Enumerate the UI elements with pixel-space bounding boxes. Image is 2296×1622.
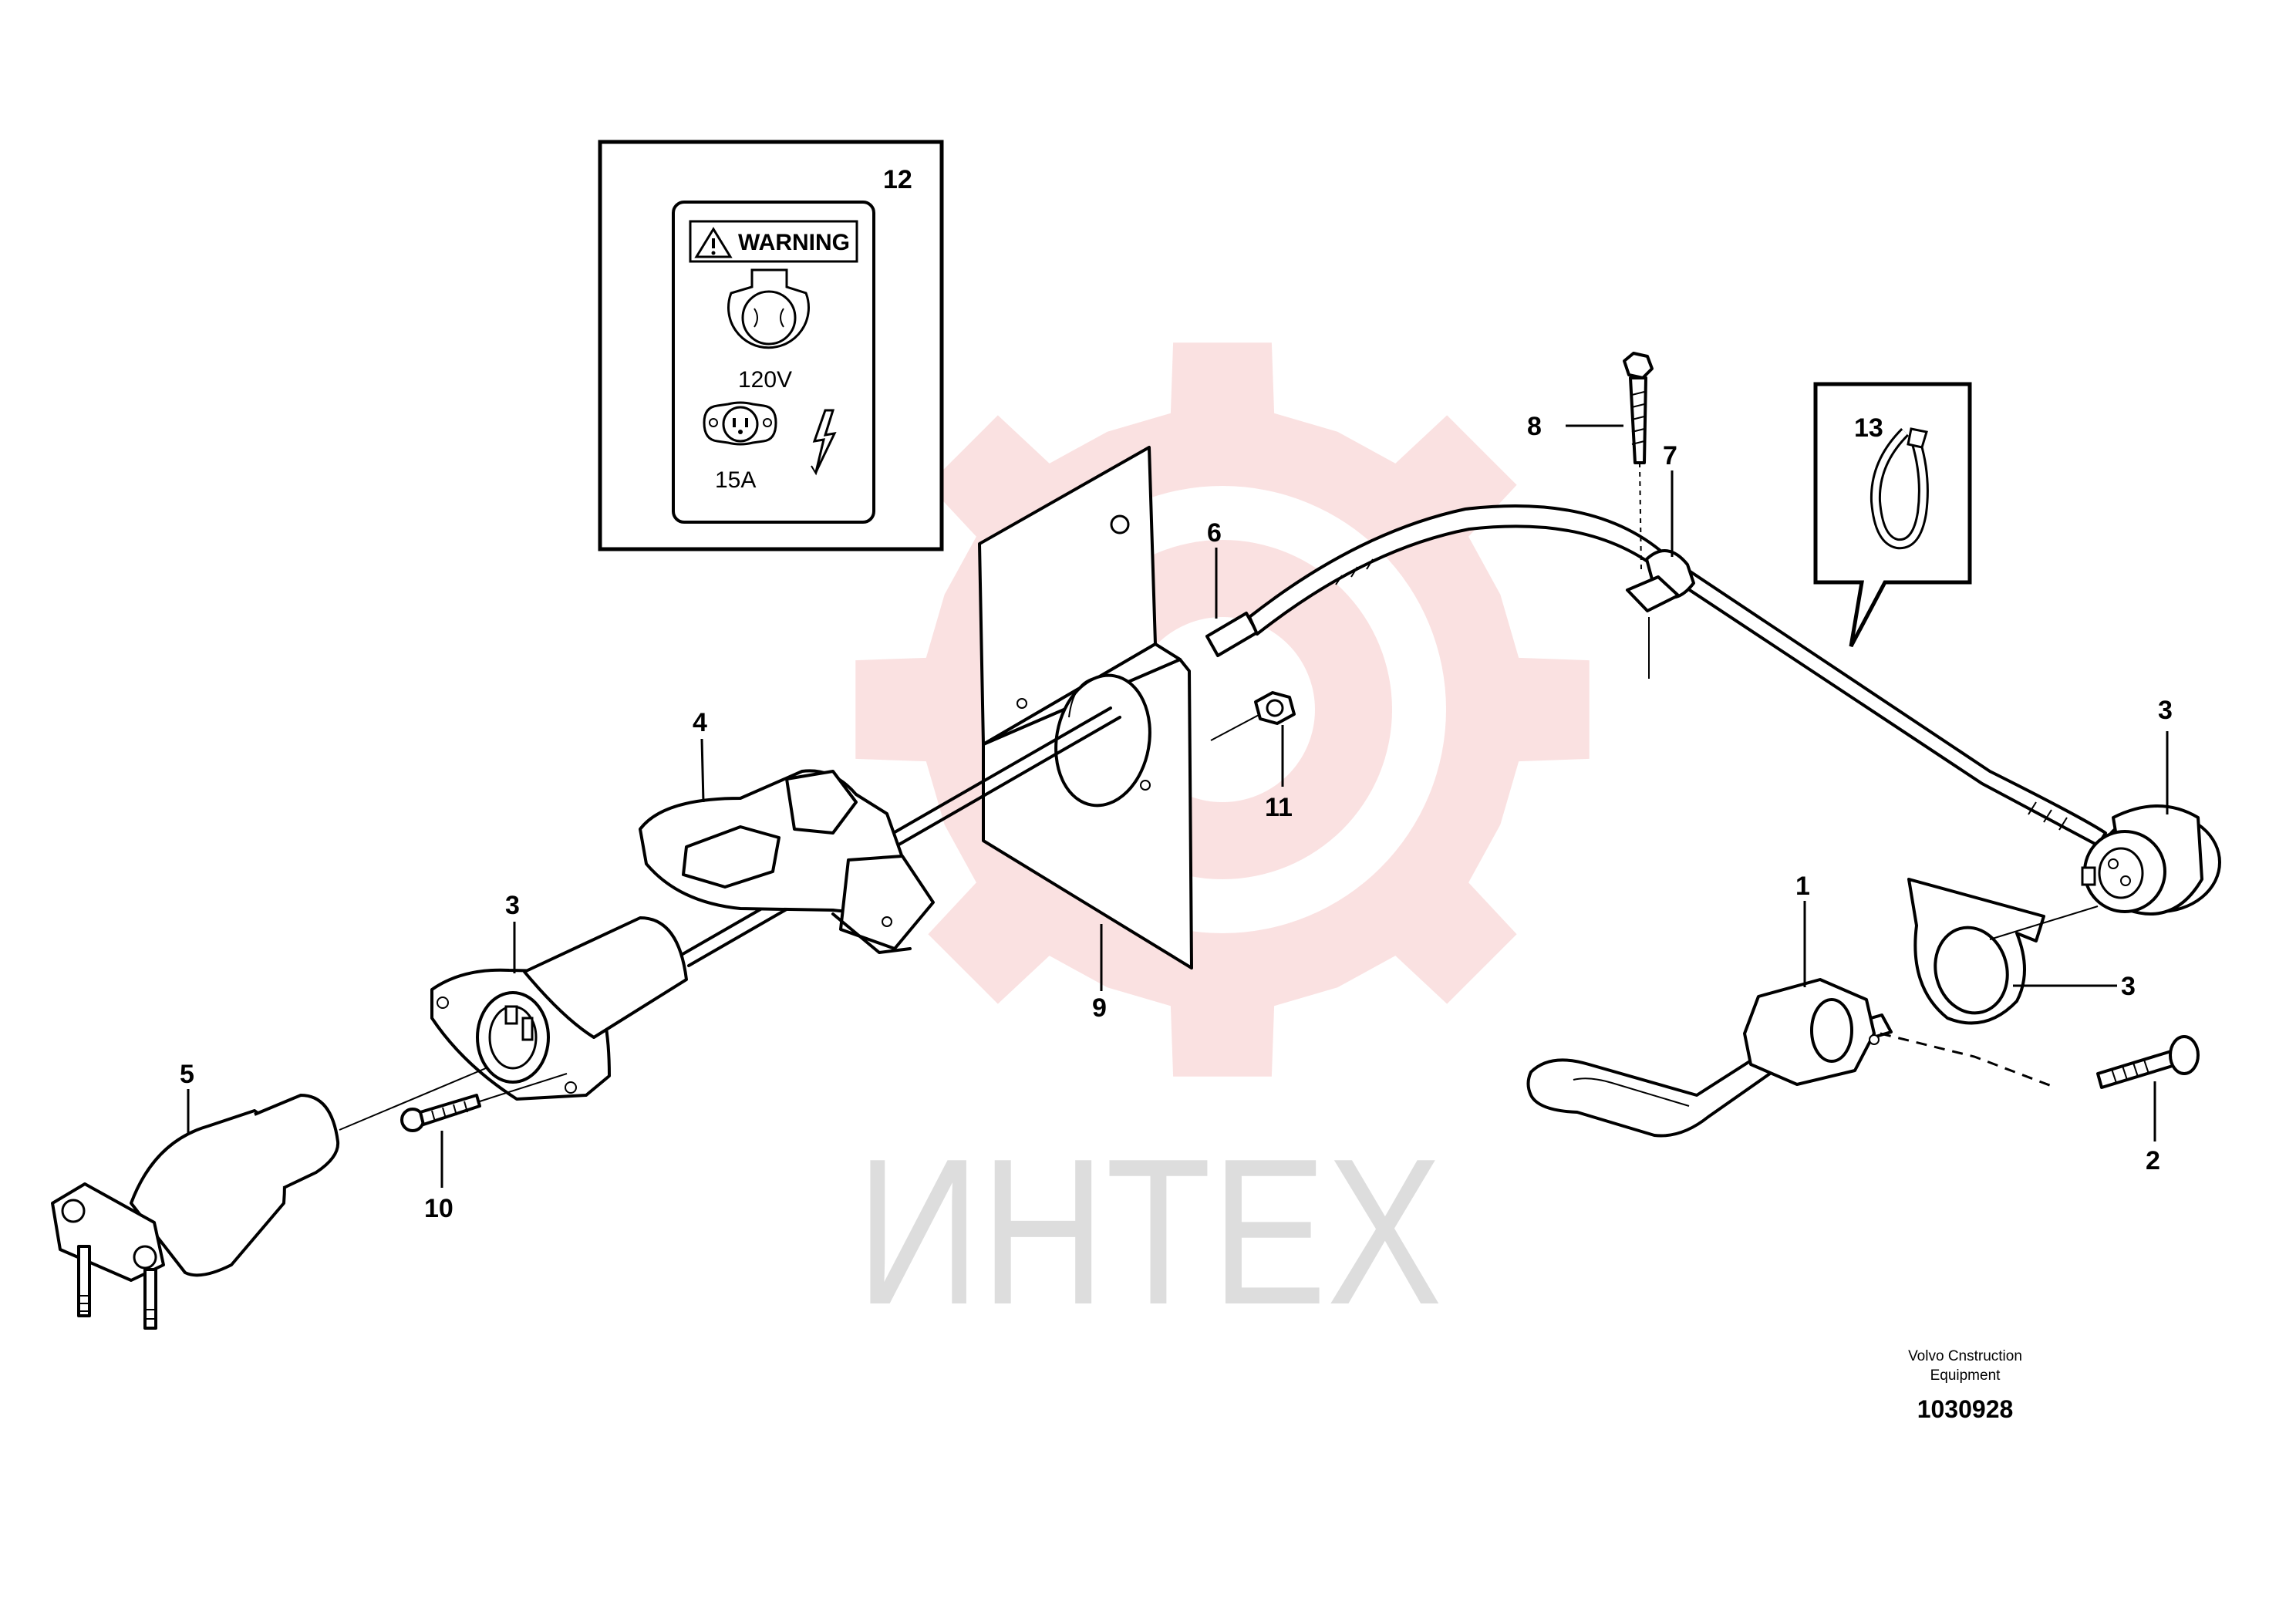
warning-heading: WARNING <box>738 230 850 255</box>
drawing-footer: Volvo Cnstruction Equipment 1030928 <box>1908 1348 2022 1423</box>
footer-company-line2: Equipment <box>1930 1367 2001 1384</box>
callout-9: 9 <box>1092 993 1107 1023</box>
clamp-bolt <box>1623 352 1654 570</box>
plug-connector <box>51 1067 487 1330</box>
outlet-15a-icon <box>703 401 777 446</box>
warning-triangle-icon <box>694 227 733 258</box>
footer-company-line1: Volvo Cnstruction <box>1908 1348 2022 1364</box>
screw-left <box>400 1073 568 1132</box>
mounting-bracket-right <box>1907 878 2099 1025</box>
gear-icon <box>855 342 1590 1077</box>
leader-lines <box>187 424 2169 1188</box>
outlet-120v-icon <box>727 268 810 349</box>
cable-clamp <box>1626 549 1695 679</box>
watermark-text: ИНТЕХ <box>856 1116 1442 1348</box>
callout-5: 5 <box>180 1060 194 1089</box>
callout-labels: 1 2 3 3 3 4 5 6 7 8 9 10 11 12 13 <box>180 165 2173 1223</box>
voltage-label: 120V <box>738 367 792 393</box>
callout-12: 12 <box>883 165 912 194</box>
callout-3-bracket: 3 <box>2121 972 2136 1001</box>
mounting-plate <box>978 446 1193 969</box>
warning-decal-callout-box: WARNING 120V 15A <box>598 140 944 551</box>
callout-1: 1 <box>1795 872 1810 901</box>
callout-2: 2 <box>2146 1146 2160 1175</box>
tube-guide <box>1526 978 2052 1138</box>
nut <box>1210 691 1296 741</box>
callout-11: 11 <box>1265 793 1293 822</box>
callout-4: 4 <box>693 708 707 737</box>
callout-13: 13 <box>1854 413 1883 443</box>
lightning-bolt-icon <box>811 409 837 476</box>
callout-8: 8 <box>1527 412 1542 441</box>
cable-tie-icon <box>1870 427 1929 550</box>
cable-tie-callout-box <box>1813 382 1972 648</box>
callout-7: 7 <box>1663 441 1677 470</box>
receptacle-left <box>430 916 688 1101</box>
receptacle-connector-right <box>2081 804 2221 916</box>
callout-6: 6 <box>1207 518 1222 548</box>
callout-3-left-receptacle: 3 <box>505 891 520 920</box>
callout-10: 10 <box>424 1194 453 1223</box>
receptacle-cover <box>639 769 935 954</box>
drawing-number: 1030928 <box>1917 1395 2014 1423</box>
amperage-label: 15A <box>715 467 756 493</box>
callout-3-right-connector: 3 <box>2158 696 2173 725</box>
screw-right <box>2096 1035 2200 1089</box>
watermark-gear-logo <box>855 342 1590 1077</box>
